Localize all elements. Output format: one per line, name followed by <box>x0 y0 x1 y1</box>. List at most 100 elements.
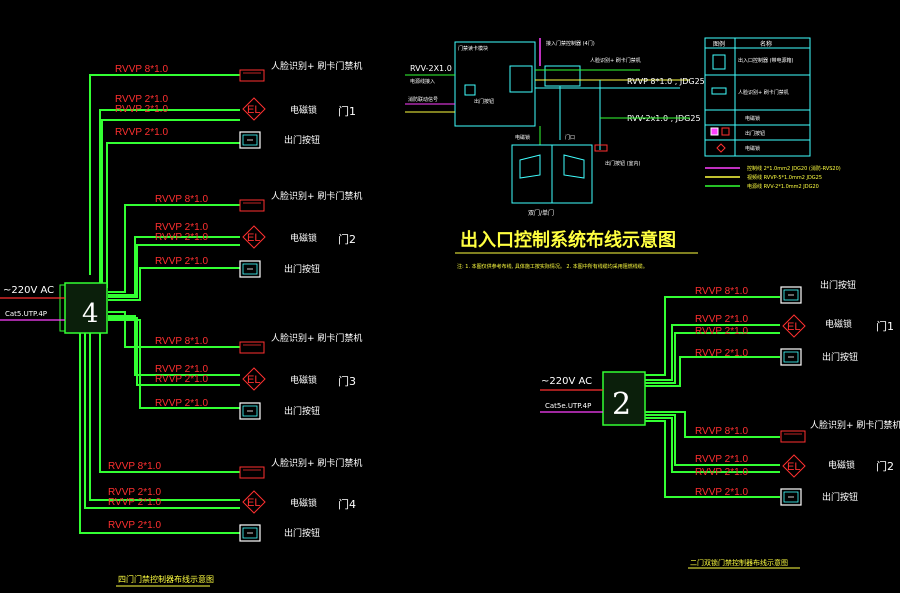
center-cable-b: RVVP 8*1.0 , JDG25 <box>627 77 705 86</box>
door-label: 门2 <box>876 459 894 473</box>
reader-cable-label: RVVP 8*1.0 <box>108 461 161 472</box>
center-label-exit: 出门按钮 (室内) <box>605 160 641 167</box>
electromagnetic-lock-icon <box>242 490 266 514</box>
reader-label: 人脸识别+ 刷卡门禁机 <box>271 190 362 202</box>
legend-row-4: 电磁锁 <box>745 145 760 152</box>
exit-cable-label: RVVP 2*1.0 <box>108 520 161 531</box>
exit-button-icon <box>239 131 261 149</box>
legend-line-1: 视频线 RVVP-5*1.0mm2 JDG25 <box>747 174 822 181</box>
svg-text:EL: EL <box>247 104 260 116</box>
door-label: 门1 <box>338 104 356 118</box>
right-controller-box <box>602 371 646 426</box>
exit-button-label-2: 出门按钮 <box>822 351 858 363</box>
center-cable-a: RVV-2X1.0 <box>410 64 452 73</box>
right-network-label: Cat5e.UTP.4P <box>545 402 591 410</box>
center-label-reader-module: 门禁读卡模块 <box>458 45 488 52</box>
center-label-signal: 消防联动信号 <box>408 96 438 103</box>
legend-line-2: 电源线 RVV-2*1.0mm2 JDG20 <box>747 183 819 190</box>
center-label-door: 双门/单门 <box>528 209 554 217</box>
electromagnetic-lock-icon <box>242 367 266 391</box>
exit-cable-label: RVVP 2*1.0 <box>695 487 748 498</box>
legend-header-name: 名称 <box>760 40 772 48</box>
lock-cable-label-1: RVVP 2*1.0 <box>115 94 168 105</box>
exit-cable-label: RVVP 2*1.0 <box>155 398 208 409</box>
svg-text:EL: EL <box>247 497 260 509</box>
left-network-label: Cat5.UTP.4P <box>5 310 47 318</box>
legend-row-1: 人脸识别+ 刷卡门禁机 <box>738 89 789 96</box>
lock-cable-label-2: RVVP 2*1.0 <box>115 104 168 115</box>
center-label-lock-side: 门口 <box>565 134 575 141</box>
center-title: 出入口控制系统布线示意图 <box>460 229 676 251</box>
reader-icon <box>239 341 265 354</box>
legend-line-0: 控制线 2*1.0mm2 JDG20 (消防-RVS20) <box>747 165 841 172</box>
center-label-top: 接入门禁控制器 (4门) <box>546 40 595 47</box>
right-caption: 二门双锁门禁控制器布线示意图 <box>690 558 788 567</box>
center-label-lock: 电磁锁 <box>515 134 530 141</box>
svg-text:EL: EL <box>247 374 260 386</box>
reader-label: 人脸识别+ 刷卡门禁机 <box>271 457 362 469</box>
center-label-power: 电源线接入 <box>410 78 435 85</box>
exit-button-icon <box>780 488 802 506</box>
legend-row-0: 出入口控制器 (带电源箱) <box>738 57 794 64</box>
lock-label: 电磁锁 <box>828 459 855 471</box>
center-note: 注: 1. 本图仅供参考布线, 具体施工按实际情况。 2. 本图中所有线缆均采用… <box>457 263 648 270</box>
lock-label: 电磁锁 <box>290 497 317 509</box>
legend-table: 图例 名称 出入口控制器 (带电源箱) 人脸识别+ 刷卡门禁机 电磁锁 出门按钮… <box>704 37 841 190</box>
exit-button-label: 出门按钮 <box>820 279 856 291</box>
reader-icon <box>780 430 806 443</box>
right-controller-number: 2 <box>612 387 631 422</box>
electromagnetic-lock-icon <box>242 97 266 121</box>
lock-label: 电磁锁 <box>290 232 317 244</box>
lock-label: 电磁锁 <box>290 374 317 386</box>
lock-cable-label-2: RVVP 2*1.0 <box>155 232 208 243</box>
left-trunk-wires <box>79 74 240 534</box>
reader-icon <box>239 466 265 479</box>
lock-cable-label-2: RVVP 2*1.0 <box>695 326 748 337</box>
legend-header-symbol: 图例 <box>713 40 725 48</box>
exit-button-label: 出门按钮 <box>284 527 320 539</box>
exit-button-icon <box>239 524 261 542</box>
lock-cable-label-1: RVVP 2*1.0 <box>155 222 208 233</box>
exit-cable-label: RVVP 8*1.0 <box>695 286 748 297</box>
exit-cable-label: RVVP 2*1.0 <box>115 127 168 138</box>
reader-cable-label: RVVP 8*1.0 <box>695 426 748 437</box>
reader-cable-label: RVVP 8*1.0 <box>115 64 168 75</box>
lock-cable-label-1: RVVP 2*1.0 <box>695 314 748 325</box>
svg-text:EL: EL <box>247 232 260 244</box>
svg-text:EL: EL <box>787 461 800 473</box>
left-caption: 四门门禁控制器布线示意图 <box>118 574 214 584</box>
lock-cable-label-2: RVVP 2*1.0 <box>155 374 208 385</box>
exit-cable-label-2: RVVP 2*1.0 <box>695 348 748 359</box>
reader-label: 人脸识别+ 刷卡门禁机 <box>810 419 900 431</box>
exit-button-label: 出门按钮 <box>822 491 858 503</box>
exit-button-icon <box>780 348 802 366</box>
svg-text:EL: EL <box>787 321 800 333</box>
right-power-label: ~220V AC <box>541 376 592 387</box>
door-label: 门2 <box>338 232 356 246</box>
reader-cable-label: RVVP 8*1.0 <box>155 194 208 205</box>
lock-label: 电磁锁 <box>825 318 852 330</box>
lock-label: 电磁锁 <box>290 104 317 116</box>
legend-row-3: 出门按钮 <box>745 130 765 137</box>
lock-cable-label-1: RVVP 2*1.0 <box>108 487 161 498</box>
center-label-face: 人脸识别+ 刷卡门禁机 <box>590 57 641 64</box>
door-label: 门1 <box>876 319 894 333</box>
door-label: 门4 <box>338 497 356 511</box>
right-trunk-wires <box>645 296 780 498</box>
exit-button-icon <box>239 402 261 420</box>
exit-button-icon <box>239 260 261 278</box>
lock-cable-label-1: RVVP 2*1.0 <box>695 454 748 465</box>
center-label-button: 出门按钮 <box>474 98 494 105</box>
reader-label: 人脸识别+ 刷卡门禁机 <box>271 332 362 344</box>
exit-button-label: 出门按钮 <box>284 263 320 275</box>
electromagnetic-lock-icon <box>782 454 806 478</box>
center-schematic: RVV-2X1.0 RVVP 8*1.0 , JDG25 RVV-2x1.0 ,… <box>405 38 705 270</box>
reader-icon <box>239 199 265 212</box>
